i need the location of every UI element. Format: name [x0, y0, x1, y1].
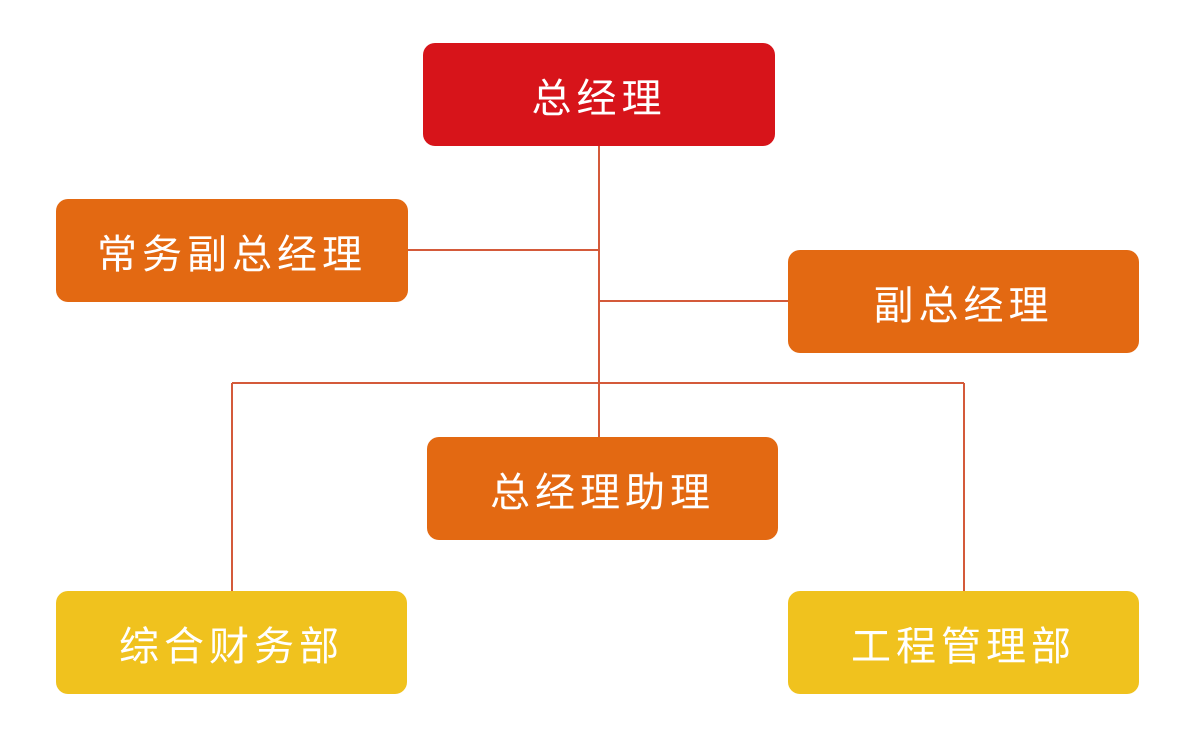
node-label: 副总经理 [873, 282, 1054, 329]
node-label: 总经理 [531, 75, 667, 122]
node-label: 常务副总经理 [97, 231, 367, 278]
node-label: 总经理助理 [490, 469, 715, 516]
node-engineering-dept: 工程管理部 [788, 591, 1139, 694]
node-general-manager: 总经理 [423, 43, 775, 146]
node-executive-vice-gm: 常务副总经理 [56, 199, 408, 302]
node-gm-assistant: 总经理助理 [427, 437, 778, 540]
node-label: 工程管理部 [851, 623, 1076, 670]
node-finance-dept: 综合财务部 [56, 591, 407, 694]
node-label: 综合财务部 [119, 623, 344, 670]
node-vice-gm: 副总经理 [788, 250, 1139, 353]
